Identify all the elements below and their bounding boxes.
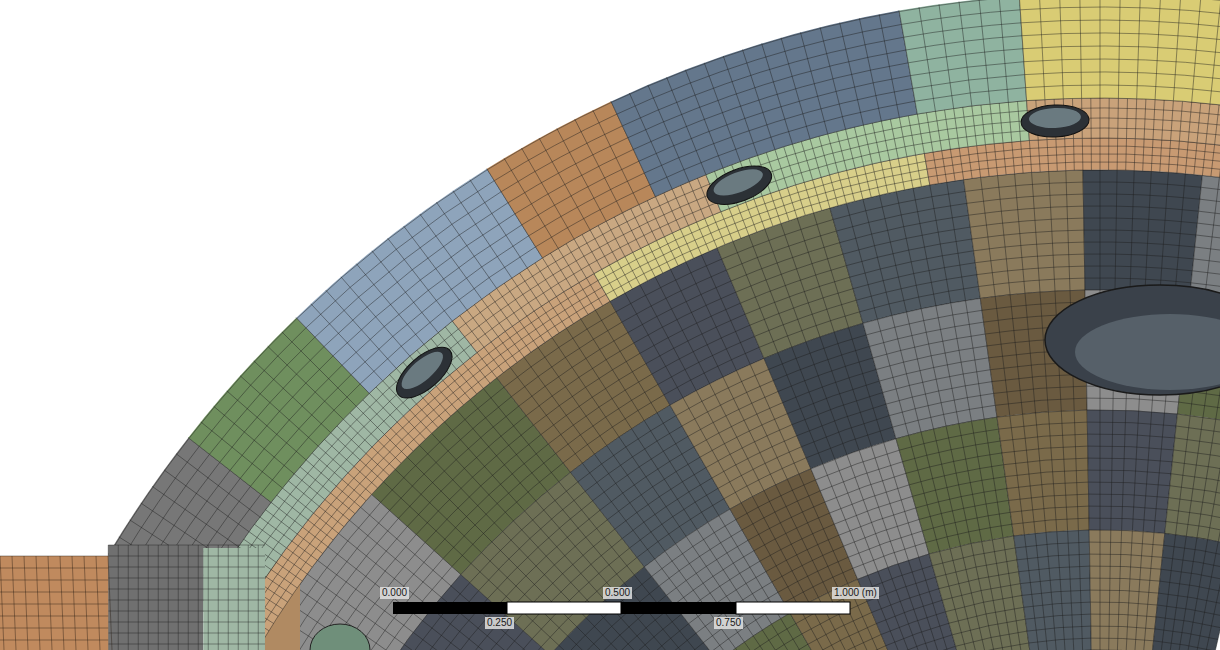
nozzle bbox=[0, 556, 108, 650]
scale-bar bbox=[393, 602, 850, 614]
mesh-lines bbox=[863, 298, 997, 438]
mesh-lines bbox=[1089, 530, 1165, 650]
mesh-lines bbox=[0, 556, 112, 650]
bolt-hole bbox=[1020, 104, 1089, 139]
inner-wall-patch bbox=[863, 298, 997, 438]
bolt-hole bbox=[702, 158, 777, 212]
scale-label: 0.750 bbox=[714, 617, 743, 629]
mesh-lines bbox=[929, 536, 1030, 650]
bolt-hole bbox=[710, 164, 766, 201]
nozzle-hole bbox=[310, 624, 370, 650]
scale-segment bbox=[736, 602, 850, 614]
scale-segment bbox=[507, 602, 621, 614]
scale-segment bbox=[393, 602, 507, 614]
scale-label: 0.250 bbox=[485, 617, 514, 629]
bolt-hole bbox=[388, 338, 460, 407]
mesh-lines bbox=[997, 410, 1089, 536]
scale-label: 0.500 bbox=[603, 587, 632, 599]
inner-wall-patch bbox=[964, 170, 1085, 298]
inner-wall-patch bbox=[929, 536, 1030, 650]
inner-wall-patch bbox=[1014, 530, 1092, 650]
scale-label: 0.000 bbox=[380, 587, 409, 599]
inner-wall-patch bbox=[896, 417, 1014, 554]
scale-segment bbox=[621, 602, 736, 614]
mesh-lines bbox=[108, 545, 265, 650]
nozzle-hole bbox=[1045, 285, 1220, 395]
mesh-lines bbox=[896, 417, 1014, 554]
mesh-lines bbox=[899, 0, 1027, 114]
bolt-hole bbox=[1029, 107, 1082, 129]
inner-wall-patch bbox=[1089, 530, 1165, 650]
mesh-lines bbox=[1087, 410, 1177, 533]
bolt-hole bbox=[396, 346, 448, 395]
inner-wall-patch bbox=[997, 410, 1089, 536]
nozzle-hole bbox=[1075, 314, 1220, 390]
mesh-lines bbox=[1083, 170, 1203, 295]
inner-wall-patch bbox=[1083, 170, 1203, 295]
flange-face bbox=[108, 545, 203, 650]
inner-wall-patch bbox=[1152, 533, 1220, 650]
mesh-lines bbox=[1014, 530, 1092, 650]
mesh-lines bbox=[964, 170, 1085, 298]
inner-wall-patch bbox=[1087, 410, 1177, 533]
scale-label: 1.000 (m) bbox=[832, 587, 879, 599]
mesh-lines bbox=[1165, 414, 1220, 546]
flange-sector bbox=[899, 0, 1027, 114]
mesh-lines bbox=[1152, 533, 1220, 650]
inner-wall-patch bbox=[1165, 414, 1220, 546]
flange-face bbox=[203, 548, 265, 650]
